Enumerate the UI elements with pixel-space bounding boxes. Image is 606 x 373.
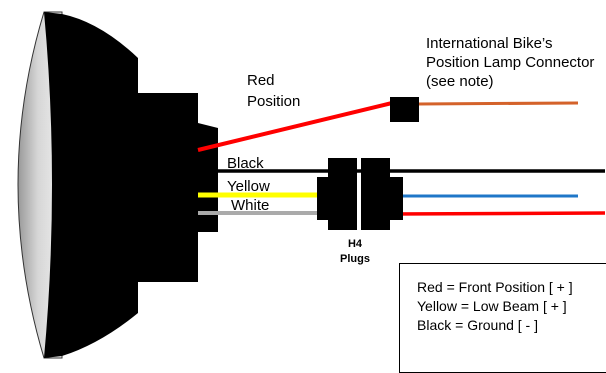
h4-plug-right-tab: [386, 177, 403, 220]
black-wire-label: Black: [227, 155, 264, 172]
white-wire-label: White: [231, 197, 269, 214]
color-legend: Red = Front Position [ + ] Yellow = Low …: [399, 263, 606, 373]
red-position-label-line1: Red: [247, 72, 275, 89]
red-position-wire: [197, 101, 393, 152]
h4-plug-left-tab: [317, 177, 331, 220]
legend-item-yellow: Yellow = Low Beam [ + ]: [417, 298, 567, 314]
connector-note-line3: (see note): [426, 73, 494, 90]
orange-position-wire: [417, 101, 579, 106]
legend-item-red: Red = Front Position [ + ]: [417, 279, 573, 295]
h4-plug-left: [328, 158, 357, 230]
h4-label-line2: Plugs: [340, 253, 370, 265]
legend-item-black: Black = Ground [ - ]: [417, 317, 538, 333]
connector-note-line1: International Bike’s: [426, 35, 552, 52]
red-wire-right: [390, 211, 606, 216]
position-lamp-connector: [390, 97, 419, 122]
headlight-housing: [44, 12, 218, 358]
connector-note-line2: Position Lamp Connector: [426, 54, 594, 71]
h4-label-line1: H4: [348, 238, 363, 250]
yellow-wire-label: Yellow: [227, 178, 270, 195]
h4-plug-right: [361, 158, 390, 230]
red-position-label-line2: Position: [247, 93, 300, 110]
